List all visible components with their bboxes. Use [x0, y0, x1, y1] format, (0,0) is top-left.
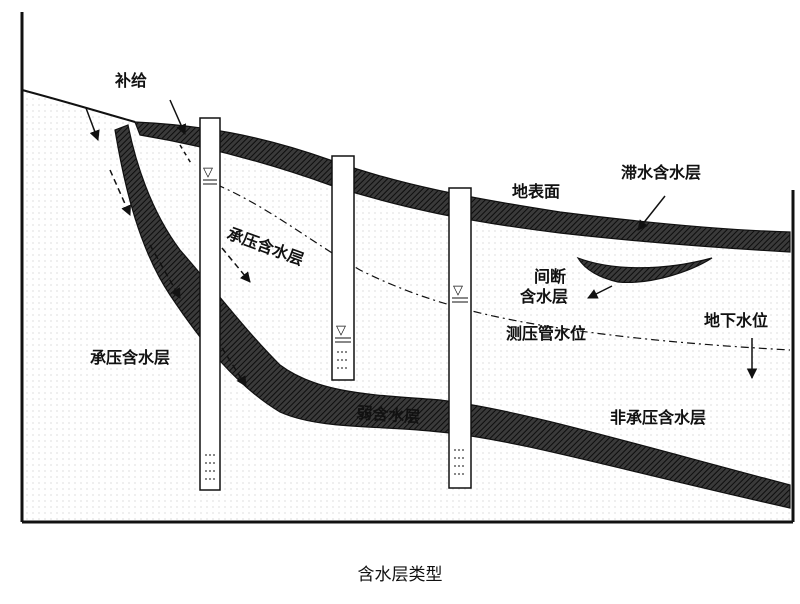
figure-caption: 含水层类型: [358, 565, 443, 585]
label-recharge: 补给: [114, 71, 147, 90]
well-2-water-level-icon: ▽: [336, 323, 346, 338]
well-2: [331, 155, 355, 381]
label-intermittent-aquifer-1: 间断: [534, 267, 566, 286]
well-3-water-level-icon: ▽: [453, 283, 463, 298]
well-1-water-level-icon: ▽: [203, 165, 213, 180]
label-perched-aquifer: 滞水含水层: [621, 163, 701, 182]
label-aquitard: 弱含水层: [356, 403, 421, 426]
label-piezometric-level: 测压管水位: [506, 324, 586, 343]
label-confined-aquifer-left: 承压含水层: [90, 348, 170, 367]
well-3: [448, 187, 472, 489]
label-intermittent-aquifer-2: 含水层: [520, 287, 568, 306]
flow-arrows: [85, 99, 758, 387]
label-unconfined-aquifer: 非承压含水层: [610, 408, 706, 427]
ground-surface-line: [21, 89, 136, 123]
label-water-table: 地下水位: [704, 311, 768, 330]
label-ground-surface: 地表面: [512, 182, 560, 201]
perched-aquifer-lens: [576, 256, 713, 284]
ground-surface-band: [134, 121, 791, 253]
well-1: [199, 117, 221, 491]
